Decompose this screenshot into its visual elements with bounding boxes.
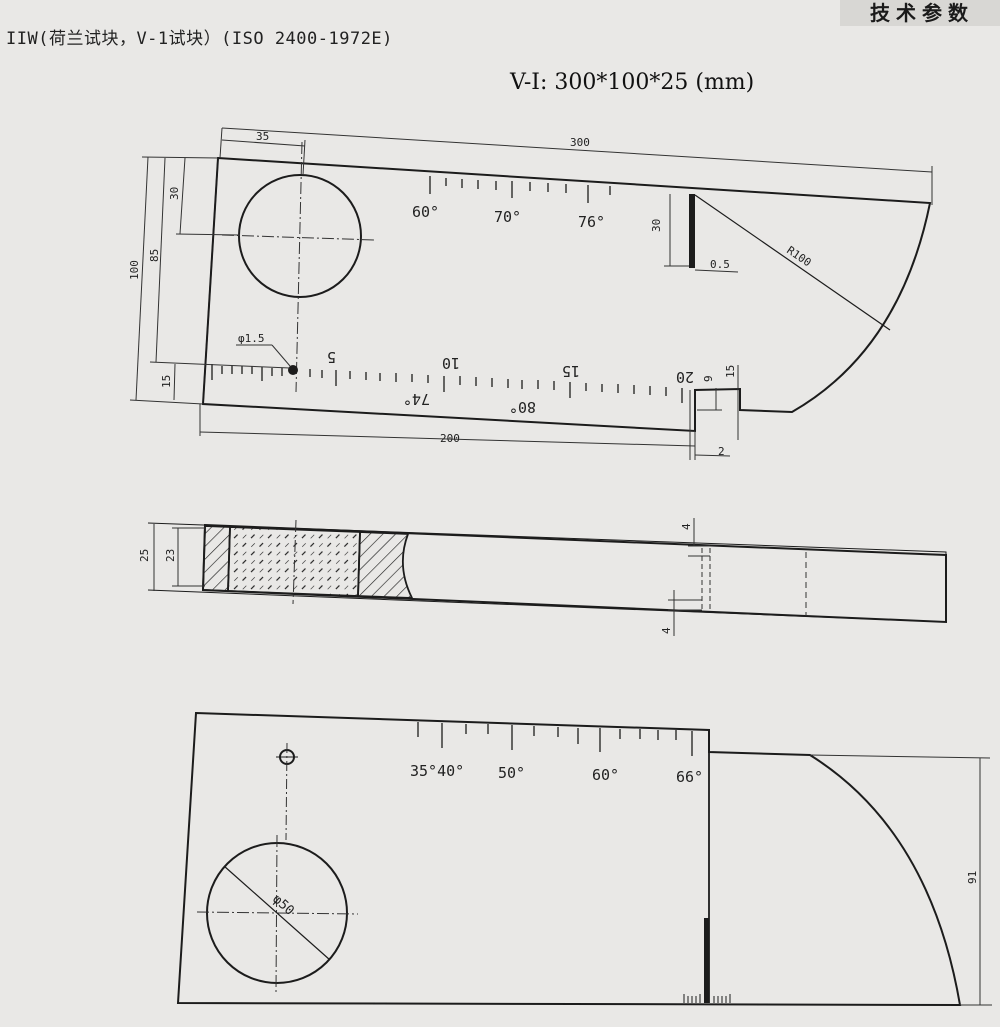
block-outline-top [201, 156, 932, 433]
corner-title: 技术参数 [840, 0, 1000, 26]
block-spec: V-I: 300*100*25 (mm) [510, 70, 755, 95]
dim-100: 100 [128, 260, 141, 280]
dim-2: 2 [718, 445, 725, 458]
radius-leader [694, 194, 891, 331]
bottom-angle-74: 74° [403, 390, 430, 408]
slot-depth-label: 30 [650, 219, 663, 232]
back-slot-mark [704, 918, 709, 1003]
scale-number-15: 15 [562, 362, 580, 380]
back-angle-60: 60° [592, 766, 619, 784]
dim-gap-top: 4 [680, 523, 693, 530]
drawing-title: IIW(荷兰试块，V-1试块）(ISO 2400-1972E) [6, 29, 393, 49]
top-angle-scale [429, 176, 611, 203]
scale-number-5: 5 [327, 348, 336, 366]
dim-thickness-25: 25 [138, 549, 151, 562]
dim-35: 35 [256, 130, 269, 143]
dim-200: 200 [440, 432, 460, 445]
dim-thickness-23: 23 [164, 549, 177, 562]
dim-height-91: 91 [966, 871, 979, 884]
dim-15-right: 15 [724, 365, 737, 378]
circle-centerline-h [221, 234, 376, 241]
angle-label-76: 76° [578, 213, 605, 231]
left-edge [202, 157, 219, 405]
side-section-view: 25 23 4 4 [138, 518, 947, 636]
slot-mark [689, 194, 695, 268]
scale-number-20: 20 [676, 368, 694, 386]
dim-9: 9 [702, 375, 715, 382]
dim-gap-bottom: 4 [660, 627, 673, 634]
bottom-angle-80: 80° [509, 398, 536, 416]
dim-diameter-50: φ50 [269, 892, 296, 919]
radius-label: R100 [784, 244, 813, 270]
back-view: 35°40° 50° 60° 66° φ50 91 [176, 711, 992, 1007]
bottom-distance-scale [211, 364, 683, 403]
back-angle-66: 66° [676, 768, 703, 786]
dim-15: 15 [160, 375, 173, 388]
back-angle-scale [417, 722, 693, 756]
dim-30-left: 30 [168, 187, 181, 200]
angle-label-60: 60° [412, 203, 439, 221]
back-outline [176, 711, 962, 1007]
angle-label-70: 70° [494, 208, 521, 226]
scale-number-10: 10 [442, 354, 460, 372]
hatch-break [357, 531, 414, 599]
hatch-left [202, 525, 231, 592]
lucite-insert-circle [238, 174, 362, 298]
circle-centerline-v [295, 141, 303, 393]
top-view: 60° 70° 76° R100 30 0.5 [128, 127, 933, 460]
back-angle-35-40: 35°40° [410, 762, 464, 780]
hole-label: φ1.5 [238, 332, 265, 345]
slot-width-label: 0.5 [710, 258, 730, 271]
dim-85: 85 [148, 249, 161, 262]
back-angle-50: 50° [498, 764, 525, 782]
hole-1-5 [288, 365, 298, 375]
dim-300: 300 [570, 136, 590, 149]
